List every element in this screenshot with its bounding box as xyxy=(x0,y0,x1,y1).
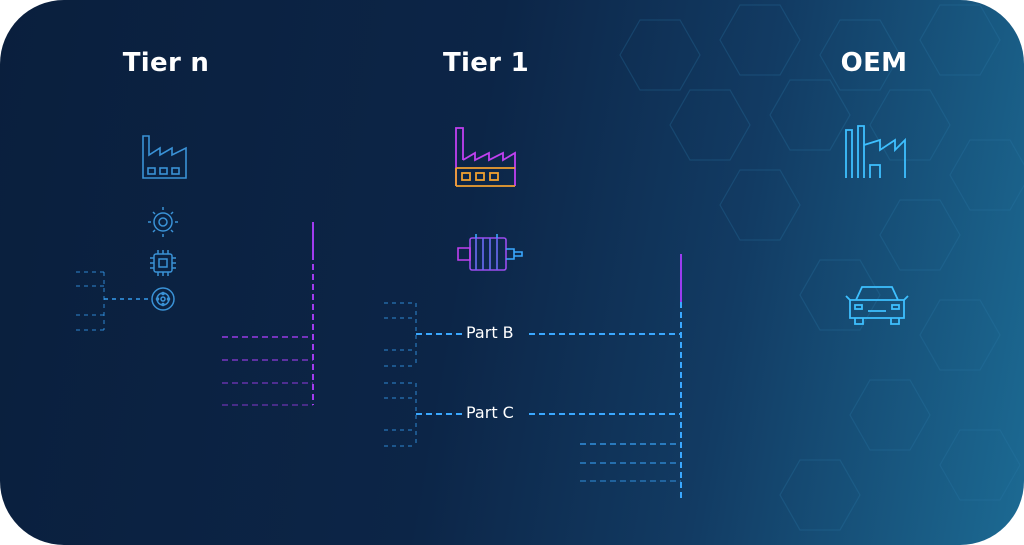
tier-1-connector xyxy=(416,253,838,498)
tier-n-title: Tier n xyxy=(122,48,210,78)
tier-1-title: Tier 1 xyxy=(442,48,530,78)
factory-icon xyxy=(845,125,906,178)
part-c-label: Part C xyxy=(466,403,514,422)
car-icon xyxy=(845,286,909,325)
sub-supplier-stubs-left xyxy=(76,271,150,331)
chip-icon xyxy=(150,250,176,276)
sub-supplier-stubs-mid xyxy=(384,302,417,447)
oem-title: OEM xyxy=(840,48,908,78)
motor-icon xyxy=(457,234,523,271)
factory-icon xyxy=(455,127,516,187)
gear-icon xyxy=(148,207,178,237)
tier-n-connector xyxy=(185,221,450,406)
factory-icon xyxy=(142,135,187,179)
tire-icon xyxy=(151,287,175,311)
part-b-label: Part B xyxy=(466,323,514,342)
